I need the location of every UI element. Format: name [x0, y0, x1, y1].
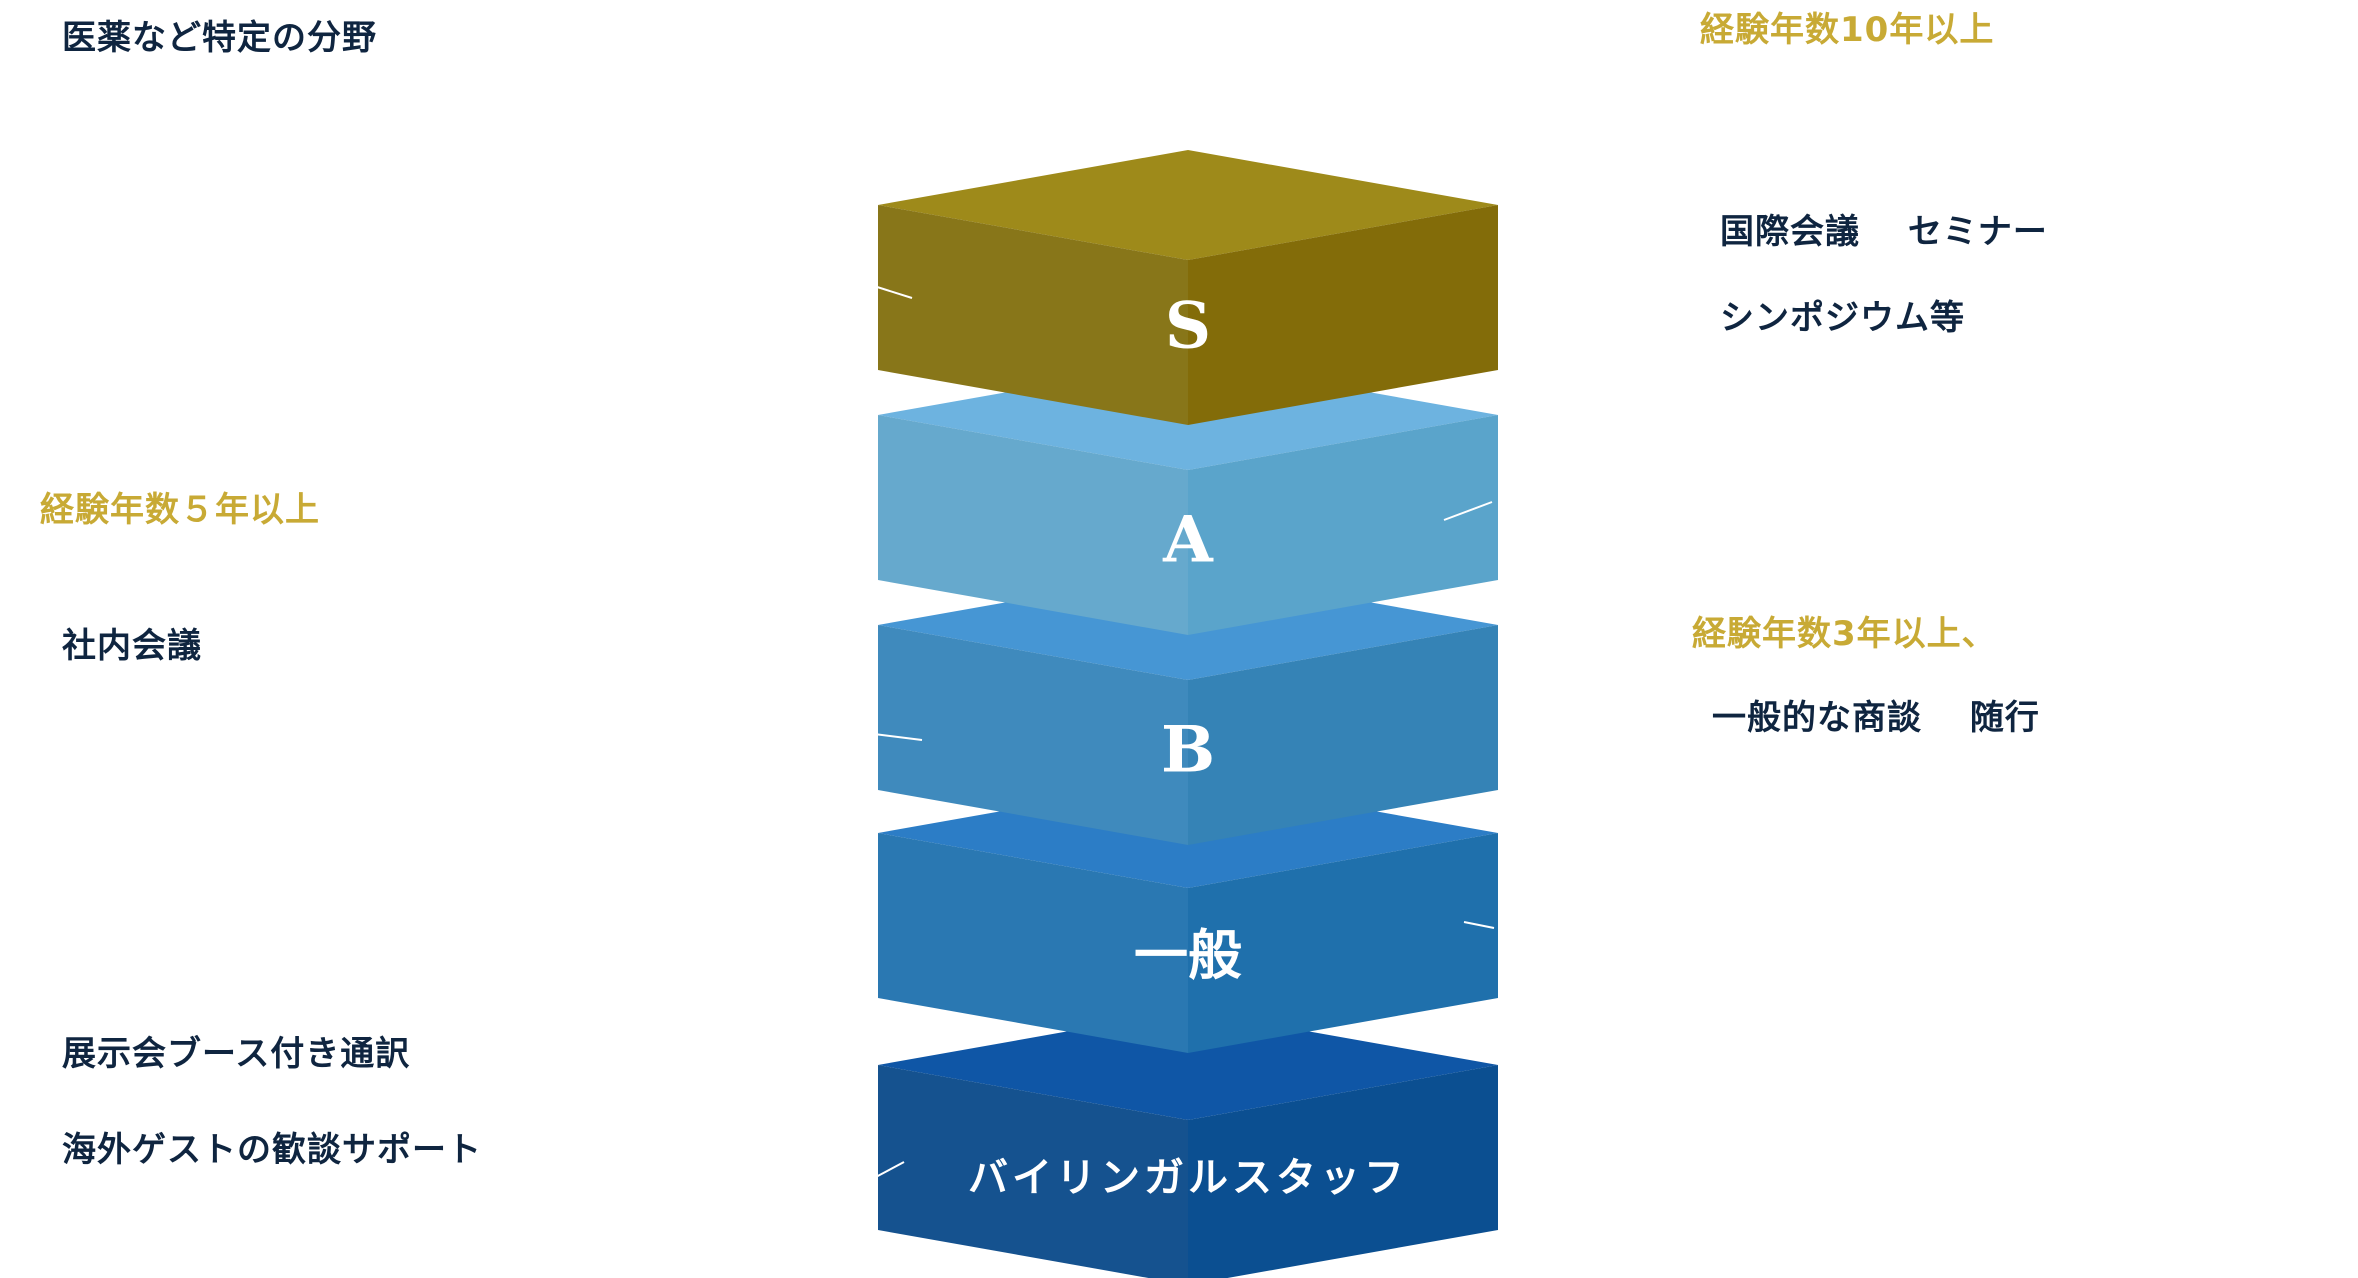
label-experience-3-years: 経験年数3年以上、 — [1692, 614, 1997, 654]
tier-0-label: S — [1165, 288, 1211, 363]
tier-2-right-face — [1188, 625, 1498, 845]
label-specialized-fields: 医薬など特定の分野 — [62, 18, 377, 58]
label-symposium: シンポジウム等 — [1720, 298, 1965, 338]
tier-3-label: 一般 — [1134, 923, 1242, 987]
connector-line-bilingual — [873, 1161, 905, 1179]
label-experience-10-years: 経験年数10年以上 — [1700, 10, 1995, 50]
tier-3-left-face — [878, 833, 1188, 1053]
label-exhibition-booth: 展示会ブース付き通訳 — [62, 1034, 411, 1074]
label-guest-support: 海外ゲストの歓談サポート — [62, 1130, 482, 1170]
tier-4-left-face — [878, 1065, 1188, 1278]
connector-line-s — [873, 285, 913, 299]
tier-1-right-face — [1188, 415, 1498, 635]
label-general-business: 一般的な商談 随行 — [1712, 698, 2040, 738]
label-experience-5-years: 経験年数５年以上 — [40, 490, 320, 530]
label-internal-meeting: 社内会議 — [62, 626, 202, 666]
tier-4-right-face — [1188, 1065, 1498, 1278]
tier-0-right-face — [1188, 205, 1498, 425]
tier-2-label: B — [1161, 712, 1215, 787]
tier-0-left-face — [878, 205, 1188, 425]
tier-2-left-face — [878, 625, 1188, 845]
connector-line-a — [1443, 501, 1493, 521]
tier-3-right-face — [1188, 833, 1498, 1053]
connector-line-b — [873, 733, 923, 741]
tier-4-label: バイリンガルスタッフ — [968, 1154, 1408, 1201]
tier-1-left-face — [878, 415, 1188, 635]
label-international-conference: 国際会議 セミナー — [1720, 212, 2048, 252]
tier-1-label: A — [1162, 502, 1214, 577]
connector-line-general — [1463, 921, 1495, 929]
